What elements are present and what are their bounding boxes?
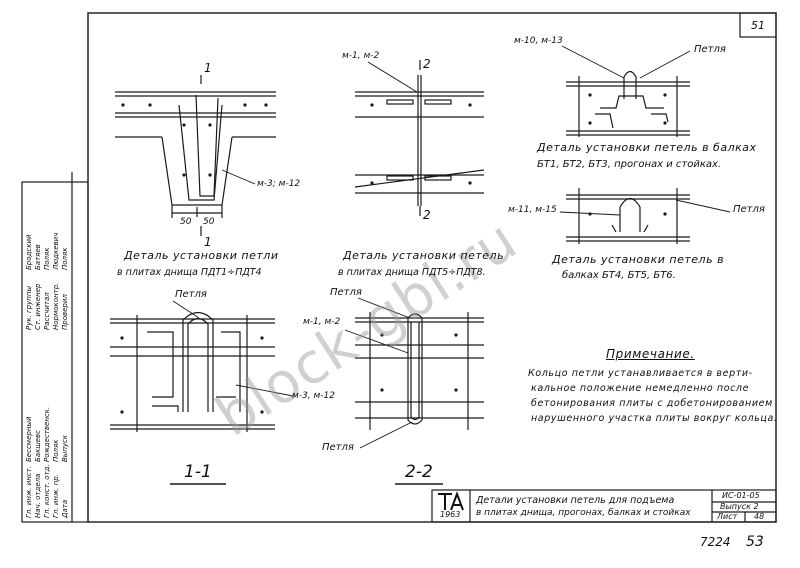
issue-number: Выпуск 2: [720, 502, 759, 511]
detail-a-dim-1: 50: [180, 217, 192, 227]
section-mark-2-bottom: 2: [423, 208, 431, 222]
section-mark-1-bottom: 1: [204, 235, 212, 249]
signature-role: Дата: [61, 499, 69, 518]
signature-role: Нормоконтр.: [52, 282, 60, 330]
detail-b-callout: м-1, м-2: [342, 51, 380, 61]
logo-letters: ТД: [440, 494, 443, 496]
signature-role: Нач. отдела: [34, 473, 42, 518]
detail-a-callout: м-3; м-12: [257, 179, 301, 189]
detail-d-drawing: [559, 188, 731, 244]
sheet-label: Лист: [717, 512, 738, 521]
signature-name: Бессмерный: [25, 416, 33, 463]
signature-role: Проверил: [61, 294, 69, 330]
section-1-title: 1-1: [184, 462, 212, 482]
inventory-number: 7224: [700, 535, 731, 549]
signature-strip: [21, 181, 89, 523]
signature-role: Гл. инж. пр.: [52, 474, 60, 518]
section-2-loop-top: Петля: [330, 287, 362, 298]
signature-role: Гл. конст. отд.: [43, 464, 51, 518]
note-title: Примечание.: [606, 347, 695, 361]
detail-b-caption-1: Деталь установки петель: [343, 249, 505, 262]
signature-name: Поляк: [52, 439, 60, 462]
signature-name: Людкевич: [52, 232, 60, 270]
signature-name: Рождественск.: [43, 406, 51, 462]
sheet-number: 48: [754, 512, 765, 521]
section-mark-1-top: 1: [204, 61, 212, 75]
detail-b-caption-2: в плитах днища ПДТ5÷ПДТ8.: [338, 267, 486, 278]
section-2-2-drawing: [344, 297, 484, 485]
detail-d-caption-1: Деталь установки петель в: [552, 253, 725, 266]
rebar-dots: [120, 93, 667, 414]
section-2-title: 2-2: [405, 462, 433, 482]
signature-name: Поляк: [61, 247, 69, 270]
signature-name: Бакшевс: [34, 429, 42, 462]
signature-name: Батяев: [34, 244, 42, 270]
note-line: Кольцо петли устанавливается в верти-: [528, 368, 753, 379]
detail-c-drawing: [561, 45, 691, 137]
detail-d-loop-label: Петля: [733, 204, 765, 215]
section-1-callout: м-3, м-12: [292, 391, 335, 401]
page-number: 51: [751, 19, 765, 32]
drawing-title-line-2: в плитах днища, прогонах, балках и стойк…: [476, 508, 691, 518]
detail-c-loop-label: Петля: [694, 44, 726, 55]
section-mark-2-top: 2: [423, 57, 431, 71]
note-line: нарушенного участка плиты вокруг кольца.: [531, 413, 778, 424]
detail-b-drawing: [354, 60, 485, 216]
series-code: ИС-01-05: [722, 491, 760, 500]
signature-role: Рассчитал: [43, 292, 51, 330]
signature-role: Ст. инженер: [34, 283, 42, 330]
signature-name: Бродский: [25, 234, 33, 270]
section-1-loop-label: Петля: [175, 289, 207, 300]
detail-a-drawing: [115, 75, 276, 236]
signature-role: Гл. инж. инст.: [25, 466, 33, 518]
detail-a-dim-2: 50: [203, 217, 215, 227]
drawing-title-line-1: Детали установки петель для подъема: [476, 495, 675, 506]
signature-name: Поляк: [43, 247, 51, 270]
detail-c-caption-1: Деталь установки петель в балках: [537, 141, 757, 154]
page-bottom-number: 53: [746, 534, 764, 550]
detail-a-caption-2: в плитах днища ПДТ1÷ПДТ4: [117, 267, 262, 278]
detail-a-caption-1: Деталь установки петли: [124, 249, 279, 262]
section-2-loop-bottom: Петля: [322, 442, 354, 453]
signature-role: Рук. группы: [25, 286, 33, 330]
section-1-1-drawing: [110, 300, 294, 485]
detail-c-callout: м-10, м-13: [514, 36, 563, 46]
institute-logo: [438, 491, 464, 511]
detail-c-caption-2: БТ1, БТ2, БТ3, прогонах и стойках.: [537, 159, 722, 170]
detail-d-callout: м-11, м-15: [508, 205, 557, 215]
signature-name: Выпуск: [61, 434, 69, 462]
section-2-callout: м-1, м-2: [303, 317, 341, 327]
page-number-box: [739, 12, 777, 38]
note-line: кальное положение немедленно после: [531, 383, 750, 394]
detail-d-caption-2: балках БТ4, БТ5, БТ6.: [562, 270, 676, 281]
title-block-frame: [431, 489, 777, 523]
note-line: бетонирования плиты с добетонированием: [531, 398, 773, 409]
logo-year: 1963: [440, 510, 461, 519]
